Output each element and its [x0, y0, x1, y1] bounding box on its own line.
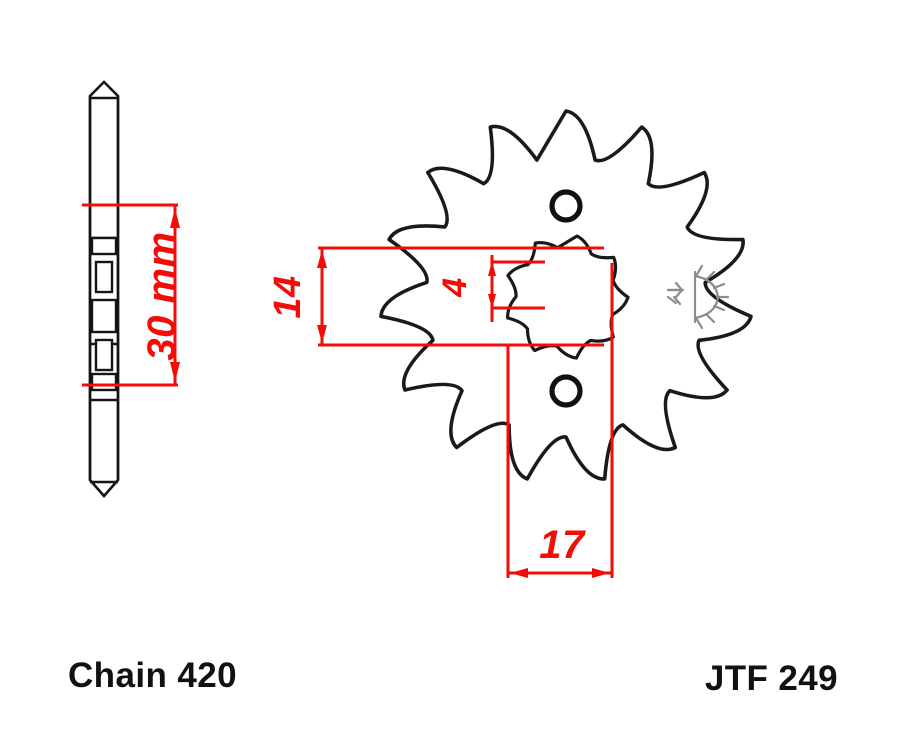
dim-label-hub-height: 14 [267, 275, 309, 318]
side-spline-steps [90, 236, 118, 392]
bolt-hole-bottom [549, 374, 583, 408]
dim-arrow-30mm-bottom [170, 362, 180, 382]
face-view [379, 109, 753, 481]
dim-arrow-17-right [592, 568, 610, 578]
dim-arrow-17-left [510, 568, 528, 578]
part-number-label: JTF 249 [705, 659, 838, 698]
dim-arrow-14-bottom [317, 325, 327, 343]
dim-arrow-4-top [488, 261, 496, 276]
dim-label-thickness: 30 mm [140, 231, 184, 360]
dim-arrow-4-bottom [488, 294, 496, 309]
surface-finish-icon [666, 264, 730, 330]
dim-arrow-14-top [317, 250, 327, 268]
chain-label: Chain 420 [68, 656, 237, 695]
splined-bore [505, 234, 630, 360]
face-dimensions: 14 4 17 [267, 246, 614, 578]
bolt-hole-top [549, 189, 583, 223]
dim-arrow-30mm-top [170, 208, 180, 228]
dim-label-bore-width: 17 [539, 523, 586, 567]
dim-label-spline-depth: 4 [436, 277, 474, 297]
side-section-view: 30 mm [82, 80, 184, 498]
